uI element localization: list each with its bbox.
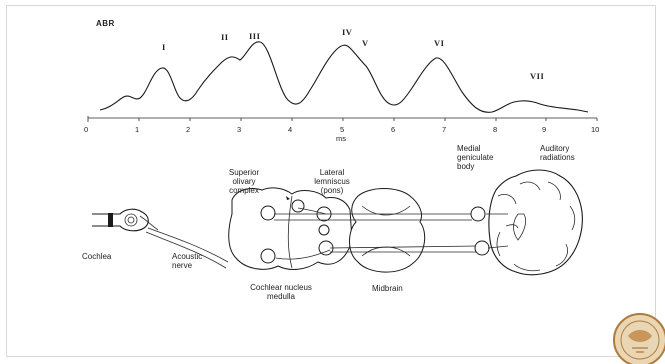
cochlea-drawing — [92, 209, 158, 231]
label-auditory-radiations: Auditory radiations — [540, 144, 575, 162]
university-seal-icon — [614, 314, 665, 364]
abr-waveform — [100, 42, 588, 112]
label-lateral-lemniscus: Lateral lemniscus (pons) — [306, 168, 358, 195]
label-midbrain: Midbrain — [372, 284, 403, 293]
medial-geniculate-bottom — [475, 241, 489, 255]
label-medial-geniculate: Medial geniculate body — [457, 144, 493, 171]
medial-geniculate-top — [471, 207, 485, 221]
label-superior-olivary-complex: Superior olivary complex — [216, 168, 272, 195]
label-cochlea: Cochlea — [82, 252, 111, 261]
label-cochlear-nucleus: Cochlear nucleus medulla — [236, 283, 326, 301]
time-axis-ticks — [88, 116, 597, 122]
label-acoustic-nerve: Acoustic nerve — [172, 252, 202, 270]
cortex-outline — [489, 170, 582, 275]
brainstem-outline — [229, 188, 352, 270]
midbrain-outline — [350, 189, 425, 273]
